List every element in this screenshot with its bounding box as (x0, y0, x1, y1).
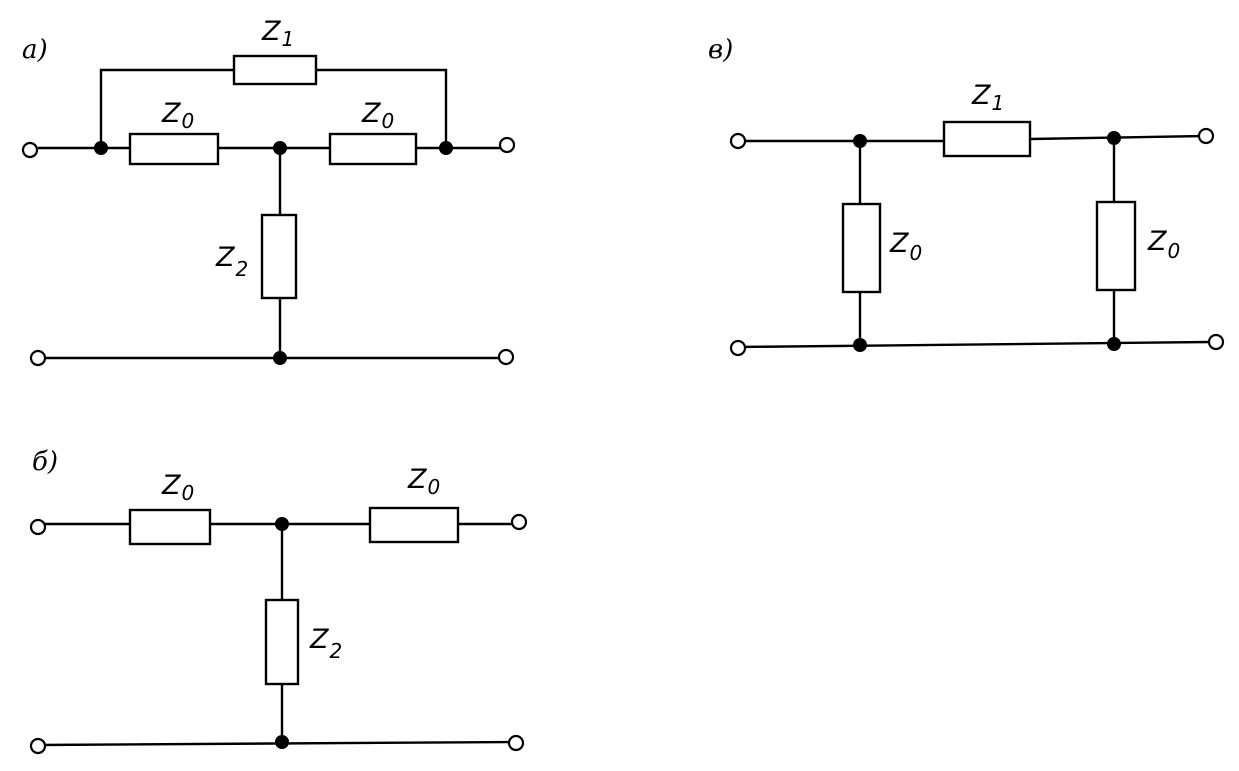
a-node-right (439, 141, 453, 155)
a-node-bottom (273, 351, 287, 365)
c-node-bottom-left (853, 338, 867, 352)
b-terminal-top-left (29, 518, 47, 536)
c-node-top-right (1107, 131, 1121, 145)
a-resistor-z1 (232, 54, 318, 86)
c-label-z0-right: Z0 (1147, 226, 1180, 263)
a-label-z0-left: Z0 (161, 98, 194, 133)
a-label-z0-right: Z0 (361, 98, 394, 133)
diagram-c-tag: в) (708, 35, 733, 65)
b-terminal-bottom-right (507, 734, 525, 752)
diagram-a-tag: a) (22, 35, 48, 65)
a-wire-bridge-right (316, 68, 448, 148)
c-terminal-top-right (1197, 127, 1215, 145)
b-wire-bottom (37, 740, 513, 747)
a-label-z2: Z2 (215, 242, 248, 281)
a-label-z1: Z1 (261, 16, 294, 51)
c-terminal-bottom-right (1207, 333, 1225, 351)
diagram-c: в) Z1 Z0 Z0 (708, 35, 1225, 357)
c-resistor-z1 (942, 120, 1032, 158)
a-terminal-top-left (21, 141, 39, 159)
b-resistor-z0-right (368, 506, 460, 544)
c-resistor-z0-left (841, 202, 882, 294)
a-node-center (273, 141, 287, 155)
b-node-center (275, 517, 289, 531)
b-node-bottom (275, 735, 289, 749)
a-terminal-bottom-right (497, 348, 515, 366)
c-terminal-top-left (729, 132, 747, 150)
a-wire-bridge-left (99, 68, 234, 148)
a-node-left (94, 141, 108, 155)
b-resistor-z2 (264, 598, 300, 686)
c-resistor-z0-right (1095, 200, 1137, 292)
b-label-z0-right: Z0 (407, 464, 440, 499)
a-terminal-bottom-left (29, 349, 47, 367)
c-label-z1: Z1 (971, 80, 1004, 115)
c-node-top-left (853, 134, 867, 148)
b-label-z2: Z2 (309, 624, 342, 663)
a-resistor-z0-right (328, 132, 418, 166)
a-resistor-z0-left (128, 132, 220, 166)
b-resistor-z0-left (128, 508, 212, 546)
c-terminal-bottom-left (729, 339, 747, 357)
a-resistor-z2 (260, 213, 298, 300)
c-node-bottom-right (1107, 337, 1121, 351)
c-wire-bottom (737, 340, 1211, 349)
a-terminal-top-right (498, 136, 516, 154)
b-label-z0-left: Z0 (161, 470, 194, 505)
c-label-z0-left: Z0 (889, 228, 922, 265)
diagram-a: a) Z1 Z0 Z0 Z2 (21, 16, 516, 367)
diagram-b-tag: б) (32, 447, 58, 477)
diagram-b: б) Z0 Z0 Z2 (29, 447, 528, 755)
b-terminal-top-right (510, 513, 528, 531)
b-terminal-bottom-left (29, 737, 47, 755)
